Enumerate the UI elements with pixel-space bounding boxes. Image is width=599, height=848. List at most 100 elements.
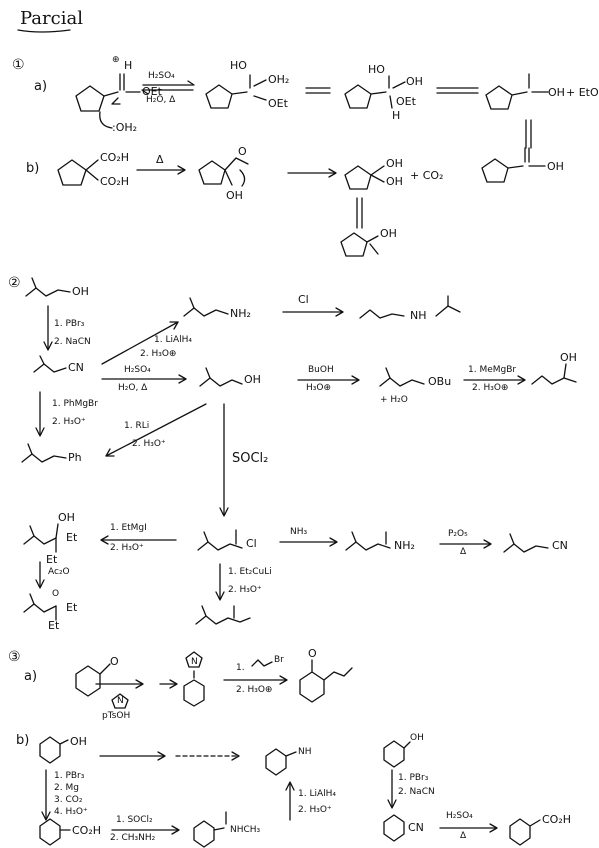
nitrile-cn: CN: [408, 821, 424, 834]
s2-methyl: [27, 443, 33, 455]
s2-amide-chain: [359, 309, 405, 319]
reagent-lialh4: 1. LiAlH₄: [298, 789, 336, 799]
reagent-heat: Δ: [460, 831, 467, 841]
s2-arrowhead: [35, 427, 45, 437]
s2-nitrile-chain: [33, 363, 67, 373]
s1b-bond: [366, 235, 379, 243]
reagent-ac2o: Ac₂O: [48, 567, 70, 577]
s1-bond: [253, 79, 267, 87]
reagent-step-3: 3. CO₂: [54, 795, 83, 805]
s2-arrowhead: [105, 448, 115, 457]
s3-arrowhead: [135, 679, 144, 689]
int1-oh2: OH₂: [268, 73, 290, 86]
title-underline: [17, 29, 71, 33]
section-number-2: ②: [8, 275, 21, 291]
s2-arrowhead: [329, 537, 338, 547]
s3-allyl: [251, 659, 273, 667]
int1-ho: HO: [230, 59, 247, 72]
s2-arrowhead: [35, 579, 45, 589]
int3-etoh: + EtOH: [566, 86, 599, 99]
ts-oh: OH: [226, 189, 243, 202]
reagent-h3o-1: 2. H₃O⊕: [140, 349, 177, 359]
s3b-ring-amine: [265, 748, 287, 776]
reagent-et2culi: 1. Et₂CuLi: [228, 567, 272, 577]
s1-ring-2: [205, 84, 233, 109]
s1-bond: [389, 95, 393, 109]
s3b-bond: [403, 741, 411, 749]
s2-tert-bond: [55, 523, 59, 539]
s3b-ring-r1: [383, 740, 405, 768]
s2-arrowhead: [43, 341, 53, 351]
s3b-ring-amide: [193, 820, 215, 848]
reagent-h3o-6: 2. H₃O⁺: [110, 543, 144, 553]
s2-arrowhead: [335, 307, 344, 317]
cyclohexanol-oh-right: OH: [410, 733, 424, 743]
reagent-pbr3: 1. PBr₃: [54, 319, 85, 329]
reagent-ptsoh: pTsOH: [102, 711, 131, 721]
reagent-pbr3: 1. PBr₃: [398, 773, 429, 783]
s1-bond: [370, 91, 387, 95]
s1b-arrowhead-2: [328, 168, 337, 178]
s1b-ts-bond: [224, 157, 249, 171]
s2-arrowhead: [351, 375, 360, 385]
amide-nh: NH: [410, 309, 427, 322]
reagent-nacn: 2. NaCN: [398, 787, 435, 797]
s1-curved-arrow: [99, 111, 113, 129]
page-title: Parcial: [20, 8, 83, 29]
amide-nh2: NH₂: [394, 539, 415, 552]
s1-bond: [231, 91, 248, 95]
s2-arrow-amine: [101, 321, 179, 365]
reagent-h2so4: H₂SO₄: [124, 365, 151, 375]
tert-et-2: Et: [46, 553, 58, 566]
reagent-nacn: 2. NaCN: [54, 337, 91, 347]
s1-ring-3: [344, 84, 372, 109]
s2-ketone2-chain: [195, 615, 251, 625]
s2-arrowhead: [178, 374, 187, 384]
s2-alc-chain: [531, 375, 577, 385]
reagent-h2so4: H₂SO₄: [446, 811, 473, 821]
s2-amine-chain: [183, 307, 229, 317]
reagent-h2o-heat: H₂O, Δ: [146, 95, 176, 105]
product-o: O: [308, 647, 317, 660]
reagent-h3o-2: H₃O⊕: [306, 383, 332, 393]
s2-amide-carbonyl: [435, 305, 461, 317]
reagent-etmgi: 1. EtMgI: [110, 523, 147, 533]
s3-prod-ring: [299, 671, 325, 703]
part-label-a: a): [34, 79, 48, 94]
s3b-arrowhead: [171, 825, 180, 835]
co2-byproduct: + CO₂: [410, 169, 444, 182]
reagent-h3o: 2. H₃O⁺: [298, 805, 332, 815]
ester-obu: OBu: [428, 375, 452, 388]
section-number-1: ①: [12, 57, 25, 73]
s2-ester2-chain: [23, 603, 57, 613]
start-alcohol-oh: OH: [72, 285, 89, 298]
s2-methyl: [31, 277, 37, 289]
water-byproduct: + H₂O: [380, 395, 408, 405]
s3b-arrowhead: [41, 811, 51, 821]
s2-arrowhead: [100, 535, 109, 545]
ester-oet: OEt: [142, 85, 162, 98]
s1-bond: [511, 91, 528, 96]
reagent-h2so4: H₂SO₄: [148, 71, 175, 81]
s1-arrowhead: [111, 97, 121, 105]
part-label-b: b): [16, 733, 30, 748]
int1-oet: OEt: [268, 97, 288, 110]
reagent-methylamine: 2. CH₃NH₂: [110, 833, 156, 843]
reagent-h3o-5: 2. H₃O⁺: [132, 439, 166, 449]
s1-eq-vertical: [525, 119, 532, 149]
final-co2h: CO₂H: [542, 813, 572, 826]
s2-methyl: [385, 367, 391, 379]
s2-ester-chain: [379, 377, 425, 387]
s3-enamine-pyrr: [185, 651, 203, 668]
reagent-memgbr: 1. MeMgBr: [468, 365, 517, 375]
amine-nh: NH: [298, 747, 312, 757]
reagent-h3o-3: 2. H₃O⊕: [472, 383, 509, 393]
s2-nitrile2-chain: [503, 543, 549, 553]
s1-eq-arrow-3: [436, 87, 479, 94]
ts-carbonyl-o: O: [238, 145, 247, 158]
s1-bond: [392, 81, 406, 89]
s1-bond: [103, 91, 119, 97]
s2-arrowhead: [517, 375, 526, 385]
reagent-socl2: 1. SOCl₂: [116, 815, 153, 825]
reagent-nh3: NH₃: [290, 527, 308, 537]
